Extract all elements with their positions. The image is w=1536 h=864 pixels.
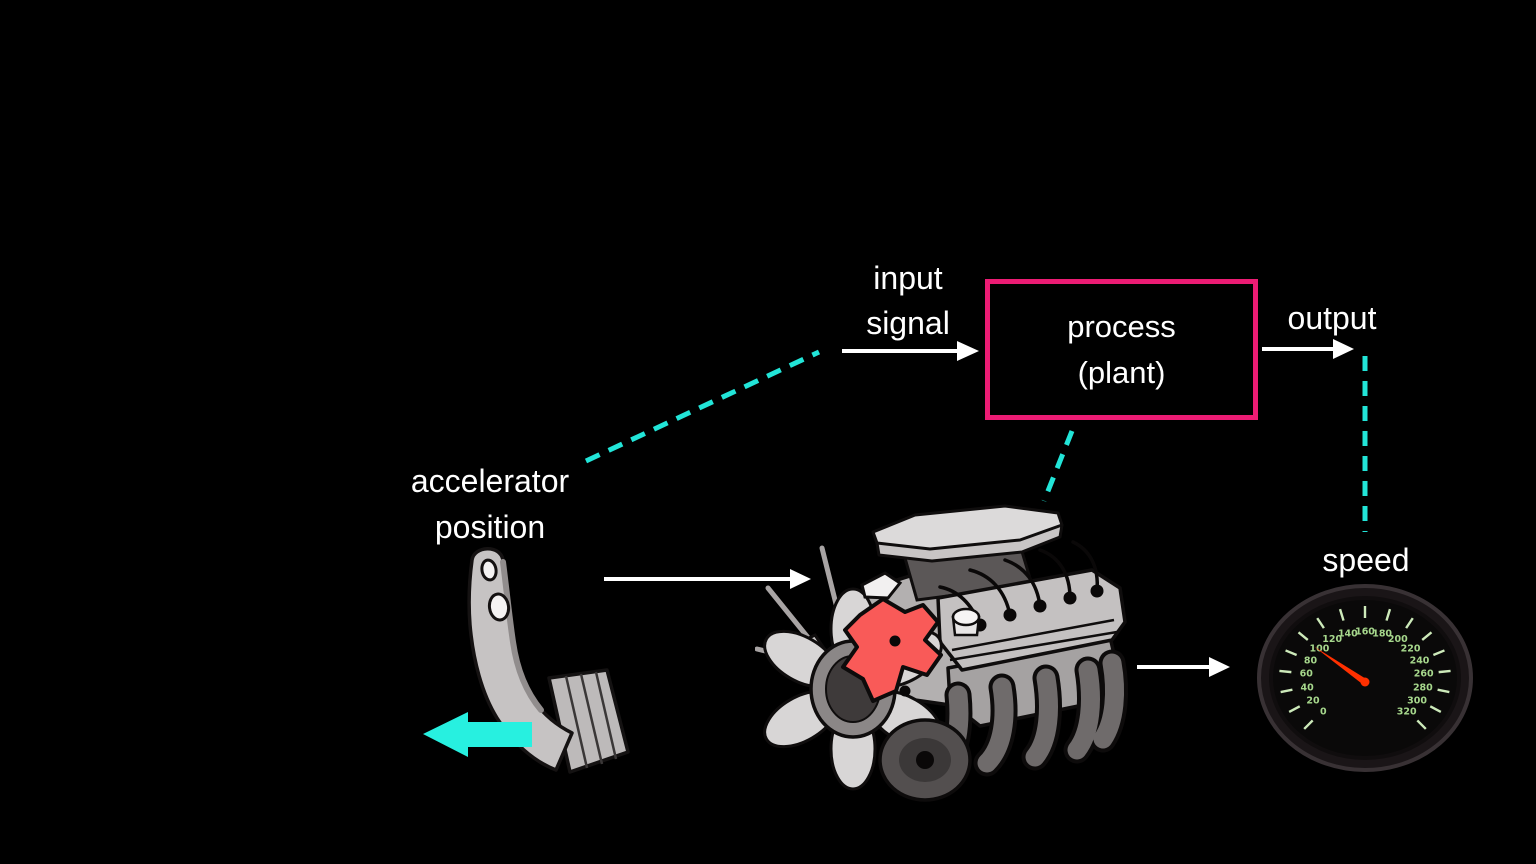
- gauge-tick-label: 200: [1388, 634, 1408, 645]
- pedal-to-engine-arrowhead-icon: [790, 569, 811, 589]
- accelerator-position-label: accelerator position: [370, 458, 610, 550]
- input-signal-line2: signal: [866, 305, 950, 341]
- gauge-tick-label: 80: [1304, 655, 1318, 666]
- gauge-tick: [1416, 719, 1427, 730]
- oil-cap: [951, 607, 981, 637]
- gauge-tick: [1280, 688, 1293, 694]
- gauge-tick-label: 240: [1410, 655, 1430, 666]
- gauge-tick-label: 260: [1414, 669, 1434, 680]
- red-pump: [841, 597, 943, 703]
- gauge-tick-label: 40: [1301, 682, 1315, 693]
- gauge-needle: [1313, 646, 1368, 685]
- gauge-tick-label: 280: [1413, 682, 1433, 693]
- gauge-tick-label: 0: [1320, 707, 1327, 718]
- dashed-connector-process-to-engine: [1041, 430, 1075, 502]
- engine-to-gauge-arrowhead-icon: [1209, 657, 1230, 677]
- gauge-needle-hub: [1360, 677, 1370, 687]
- output-arrowhead-icon: [1333, 339, 1354, 359]
- gauge-tick-label: 140: [1338, 628, 1358, 639]
- process-box-line2: (plant): [1077, 354, 1166, 390]
- gauge-tick: [1385, 608, 1392, 621]
- input-signal-label: input signal: [788, 256, 1028, 346]
- gauge-tick: [1285, 649, 1298, 657]
- pulley: [878, 718, 972, 802]
- gauge-tick: [1438, 669, 1451, 674]
- gauge-tick: [1316, 617, 1325, 629]
- gauge-tick-label: 20: [1306, 695, 1320, 706]
- gauge-tick: [1421, 631, 1433, 641]
- gauge-tick-label: 120: [1322, 634, 1342, 645]
- gauge-tick-label: 60: [1300, 669, 1314, 680]
- process-box-line1: process: [1067, 308, 1176, 344]
- process-box: process (plant): [985, 279, 1258, 420]
- car-engine-illustration: [755, 504, 1129, 802]
- accelerator-pedal-illustration: [467, 547, 630, 774]
- pedal-plate: [547, 668, 630, 774]
- gauge-tick: [1279, 669, 1292, 674]
- left-block-arrow-icon: [423, 712, 532, 757]
- accelerator-line2: position: [434, 509, 546, 545]
- pedal-arm: [467, 547, 574, 772]
- gauge-tick: [1297, 631, 1309, 641]
- dashed-connector-accelerator-to-input: [584, 349, 821, 464]
- gauge-tick: [1437, 688, 1450, 694]
- gauge-tick-label: 100: [1309, 644, 1329, 655]
- speed-label: speed: [1322, 542, 1410, 578]
- gauge-tick: [1288, 705, 1301, 713]
- gauge-tick-label: 300: [1407, 695, 1427, 706]
- gauge-tick-label: 220: [1401, 644, 1421, 655]
- gauge-tick: [1303, 719, 1314, 730]
- gauge-tick-label: 180: [1372, 628, 1392, 639]
- gauge-tick: [1432, 649, 1445, 657]
- gauge-tick: [1338, 608, 1345, 621]
- input-signal-arrowhead-icon: [957, 341, 979, 361]
- output-label: output: [1287, 300, 1377, 336]
- gauge-tick: [1405, 617, 1414, 629]
- input-signal-line1: input: [873, 260, 943, 296]
- gauge-tick-label: 320: [1397, 707, 1417, 718]
- gauge-tick-label: 160: [1355, 626, 1375, 637]
- gauge-tick: [1429, 705, 1442, 713]
- accelerator-line1: accelerator: [410, 463, 570, 499]
